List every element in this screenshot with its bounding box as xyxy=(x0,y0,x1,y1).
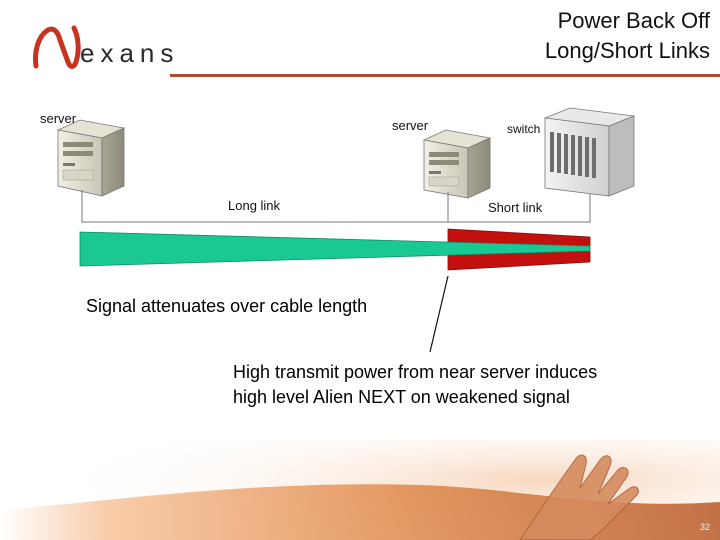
short-link-label: Short link xyxy=(488,200,543,215)
callout-pointer xyxy=(429,275,449,353)
server-left-icon xyxy=(56,119,126,197)
alien-next-caption: High transmit power from near server ind… xyxy=(233,360,597,410)
attenuation-caption: Signal attenuates over cable length xyxy=(86,296,368,316)
header-rule xyxy=(170,74,720,77)
short-link-line xyxy=(448,194,591,223)
title-line-2: Long/Short Links xyxy=(544,38,710,63)
alien-next-caption-line-2: high level Alien NEXT on weakened signal xyxy=(233,387,570,407)
title-line-1: Power Back Off xyxy=(557,8,710,33)
alien-next-caption-line-1: High transmit power from near server ind… xyxy=(233,362,598,382)
footer-hand-image xyxy=(0,440,720,540)
slide-title: Power Back Off Long/Short Links xyxy=(545,6,710,66)
nexans-logo-icon xyxy=(33,25,81,69)
switch-label: switch xyxy=(507,122,541,136)
server-right-label: server xyxy=(392,118,429,133)
switch-icon xyxy=(544,107,635,197)
page-number: 32 xyxy=(699,522,710,532)
long-signal-band xyxy=(79,231,591,267)
server-right-icon xyxy=(422,129,492,199)
server-left-label: server xyxy=(40,111,77,126)
long-link-line xyxy=(81,190,449,223)
long-link-label: Long link xyxy=(228,198,281,213)
brand-wordmark: exans xyxy=(80,38,180,68)
